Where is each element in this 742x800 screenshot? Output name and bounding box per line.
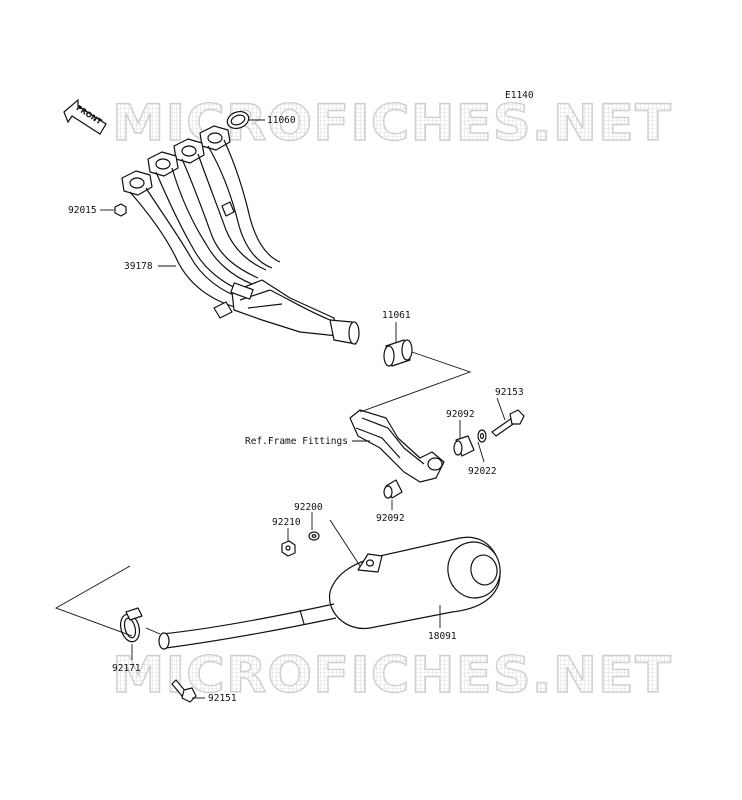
label-92171: 92171 — [112, 663, 141, 674]
nut-92210 — [281, 540, 296, 557]
gasket-11061 — [383, 339, 413, 367]
watermark-bottom: MICROFICHES.NET — [112, 646, 672, 704]
nut-92015 — [114, 203, 127, 217]
label-92022: 92022 — [468, 466, 497, 477]
bolt-92153 — [491, 409, 525, 437]
damper-92092-upper — [453, 435, 475, 457]
label-11061: 11061 — [382, 310, 411, 321]
label-18091: 18091 — [428, 631, 457, 642]
diagram-code: E1140 — [505, 90, 534, 101]
leader-lines — [54, 119, 506, 699]
label-92092-upper: 92092 — [446, 409, 475, 420]
part-labels: 11060 92015 39178 11061 92153 92092 Ref.… — [68, 115, 524, 704]
label-92015: 92015 — [68, 205, 97, 216]
front-arrow-icon: FRONT — [63, 98, 107, 135]
clamp-92171 — [119, 607, 143, 643]
damper-92092-lower — [383, 479, 403, 499]
muffler-bracket — [349, 409, 445, 483]
bolt-92151 — [171, 679, 197, 703]
label-ref-frame-fittings: Ref.Frame Fittings — [245, 436, 348, 447]
washer-92022 — [477, 429, 487, 443]
muffler-18091 — [158, 536, 501, 650]
label-92153: 92153 — [495, 387, 524, 398]
label-92200: 92200 — [294, 502, 323, 513]
washer-92200 — [308, 531, 320, 541]
label-92210: 92210 — [272, 517, 301, 528]
label-92092-lower: 92092 — [376, 513, 405, 524]
label-39178: 39178 — [124, 261, 153, 272]
exhaust-header-39178 — [121, 110, 360, 345]
label-92151: 92151 — [208, 693, 237, 704]
label-11060: 11060 — [267, 115, 296, 126]
